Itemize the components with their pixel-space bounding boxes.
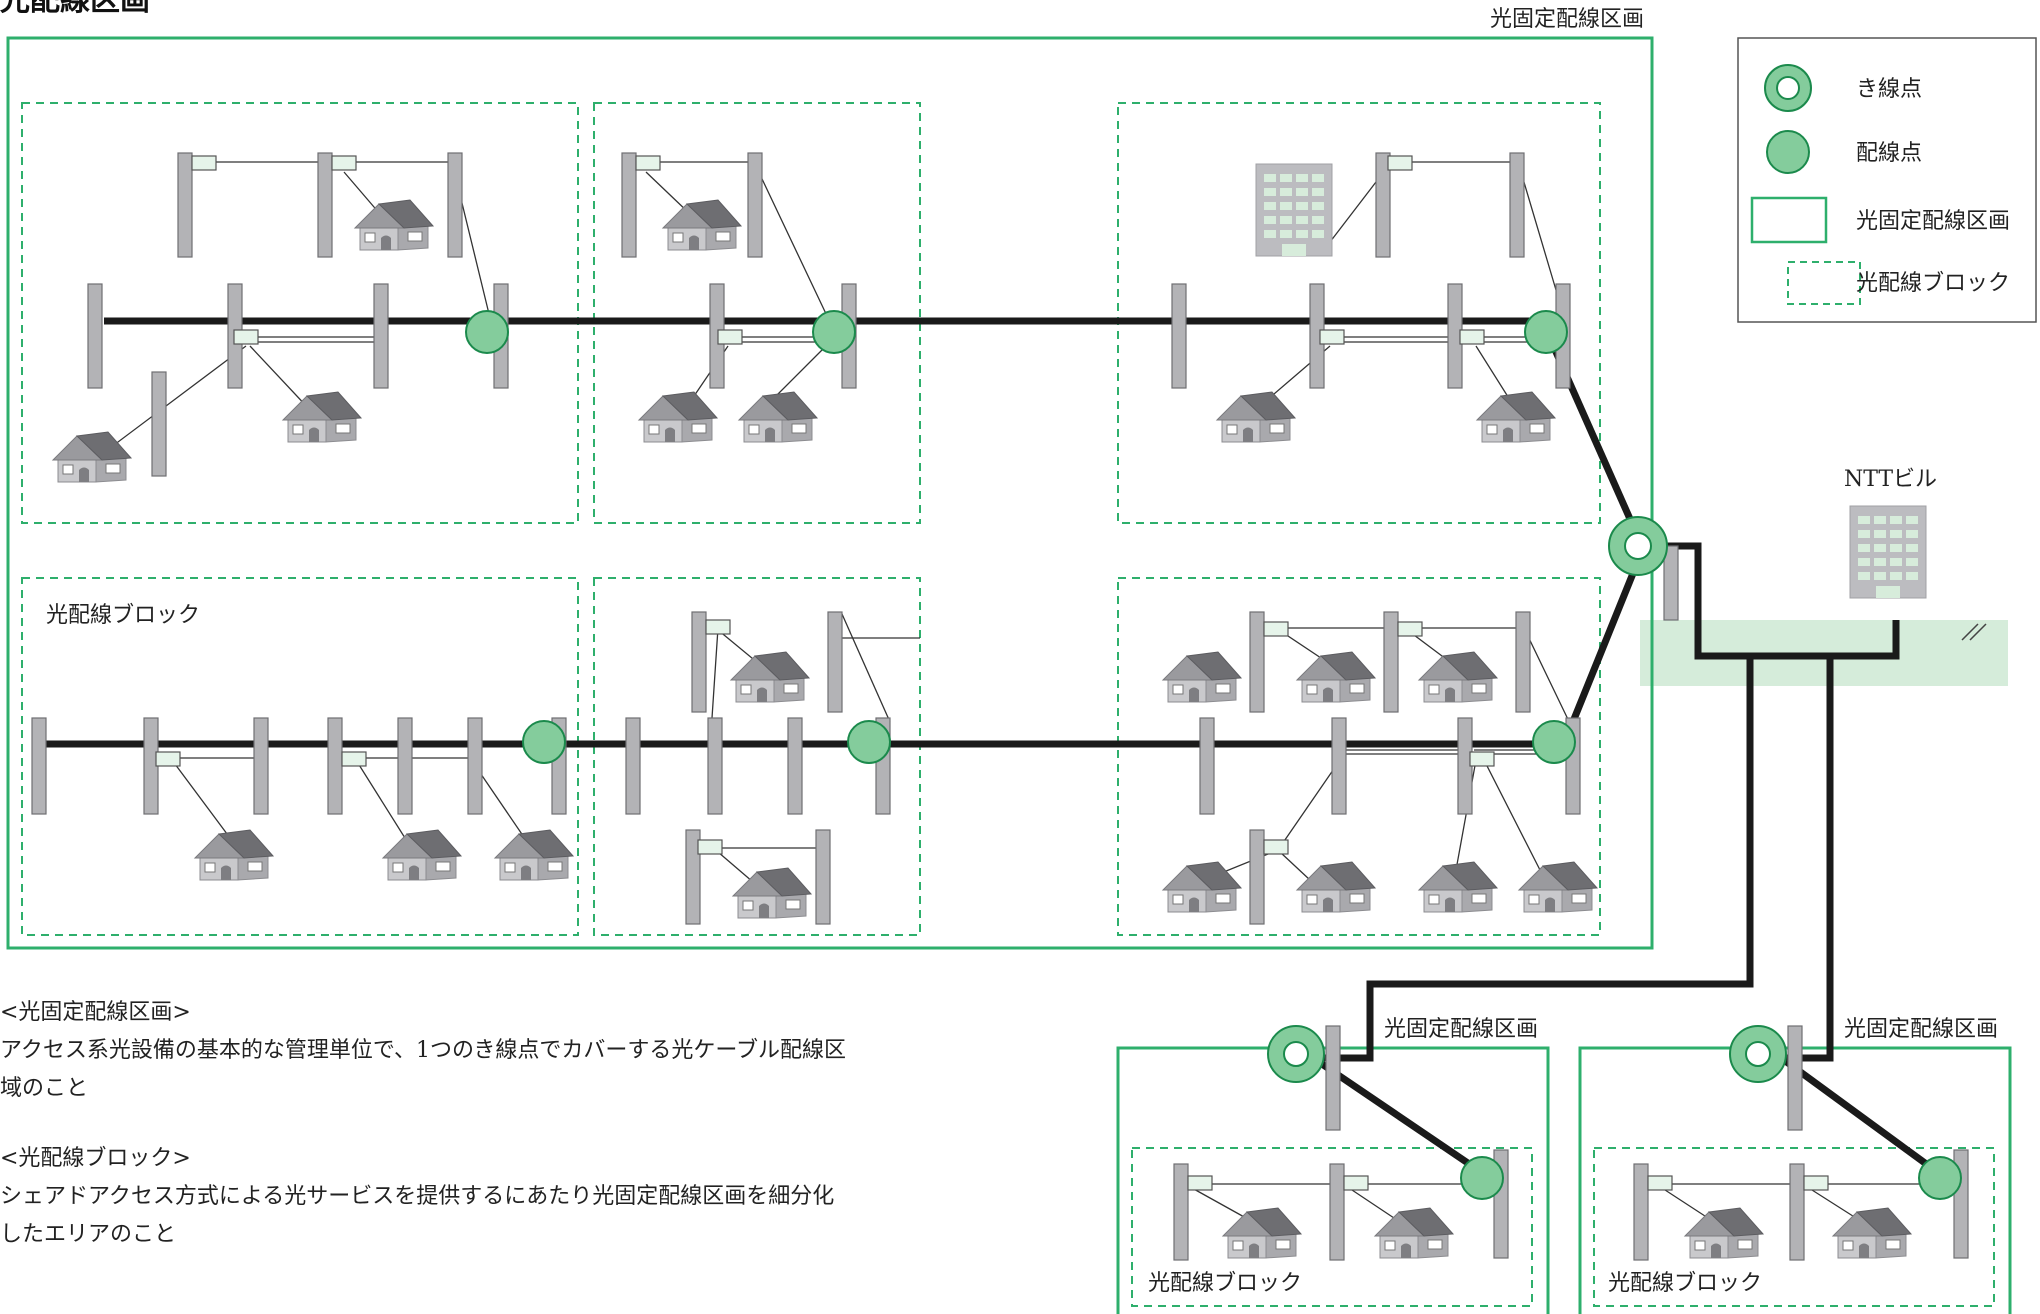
zone-definition-text-1: アクセス系光設備の基本的な管理単位で、1つのき線点でカバーする光ケーブル配線区 xyxy=(0,1038,847,1063)
lower-block-right-label: 光配線ブロック xyxy=(1608,1271,1762,1296)
lower-block-left-label: 光配線ブロック xyxy=(1148,1271,1302,1296)
branch-point xyxy=(1729,1025,1787,1083)
ground-hatch xyxy=(1961,623,1987,641)
zone-definition-heading: <光固定配線区画> xyxy=(0,1000,191,1025)
distribution-blocks xyxy=(21,102,1995,1307)
block-lower-zone-left xyxy=(1131,1147,1533,1307)
lower-right-link xyxy=(1781,1057,1943,1177)
block-label: 光配線ブロック xyxy=(46,603,200,628)
dashed-block-icon xyxy=(1787,261,1861,305)
ntt-building-icon xyxy=(1849,505,1927,599)
closures xyxy=(155,155,1829,1191)
legend-label-distribution: 配線点 xyxy=(1856,141,1922,166)
branch-point-icon xyxy=(1764,64,1812,112)
diagram-title: 光配線区画 xyxy=(0,0,150,18)
distribution-point xyxy=(522,720,566,764)
zone-definition-text-2: 域のこと xyxy=(0,1076,89,1101)
main-zone-label: 光固定配線区画 xyxy=(1490,7,1644,32)
block-definition: <光配線ブロック> シェアドアクセス方式による光サービスを提供するにあたり光固定… xyxy=(0,1140,834,1254)
distribution-points xyxy=(465,310,1962,1200)
lower-left-link xyxy=(1314,1057,1486,1177)
legend-label-branch: き線点 xyxy=(1856,77,1922,102)
block-definition-heading: <光配線ブロック> xyxy=(0,1146,191,1171)
block-top-right xyxy=(1117,102,1601,524)
distribution-point xyxy=(1918,1156,1962,1200)
distribution-point xyxy=(1460,1156,1504,1200)
main-zone-border xyxy=(6,36,1654,950)
feeder-to-bottom xyxy=(1564,559,1642,736)
legend: き線点 配線点 光固定配線区画 光配線ブロック xyxy=(1737,37,2037,323)
distribution-point xyxy=(465,310,509,354)
distribution-point xyxy=(1532,720,1576,764)
block-bottom-left xyxy=(21,577,579,936)
block-lower-zone-right xyxy=(1593,1147,1995,1307)
feeder-lower-left xyxy=(1316,656,1754,1062)
feeder-lower-right xyxy=(1784,656,1834,1062)
zone-definition: <光固定配線区画> アクセス系光設備の基本的な管理単位で、1つのき線点でカバーす… xyxy=(0,994,846,1108)
block-top-mid xyxy=(593,102,921,524)
block-bottom-mid xyxy=(593,577,921,936)
office-building-icon xyxy=(1255,163,1333,257)
lower-zone-left-label: 光固定配線区画 xyxy=(1384,1017,1538,1042)
branch-point xyxy=(1608,516,1668,576)
distribution-point xyxy=(812,310,856,354)
distribution-point xyxy=(847,720,891,764)
distribution-point xyxy=(1524,310,1568,354)
ntt-feeder xyxy=(1640,542,1900,660)
branch-point xyxy=(1267,1025,1325,1083)
utility-poles xyxy=(31,152,1969,1261)
block-definition-text-2: したエリアのこと xyxy=(0,1222,177,1247)
block-top-left xyxy=(21,102,579,524)
legend-label-block: 光配線ブロック xyxy=(1856,271,2010,296)
solid-zone-icon xyxy=(1750,196,1828,244)
branch-points xyxy=(1267,516,1787,1083)
legend-label-zone: 光固定配線区画 xyxy=(1856,209,2010,234)
block-definition-text-1: シェアドアクセス方式による光サービスを提供するにあたり光固定配線区画を細分化 xyxy=(0,1184,835,1209)
block-bottom-right xyxy=(1117,577,1601,936)
ntt-building-label: NTTビル xyxy=(1844,467,1937,492)
lower-zone-right-label: 光固定配線区画 xyxy=(1844,1017,1998,1042)
distribution-point-icon xyxy=(1766,130,1810,174)
